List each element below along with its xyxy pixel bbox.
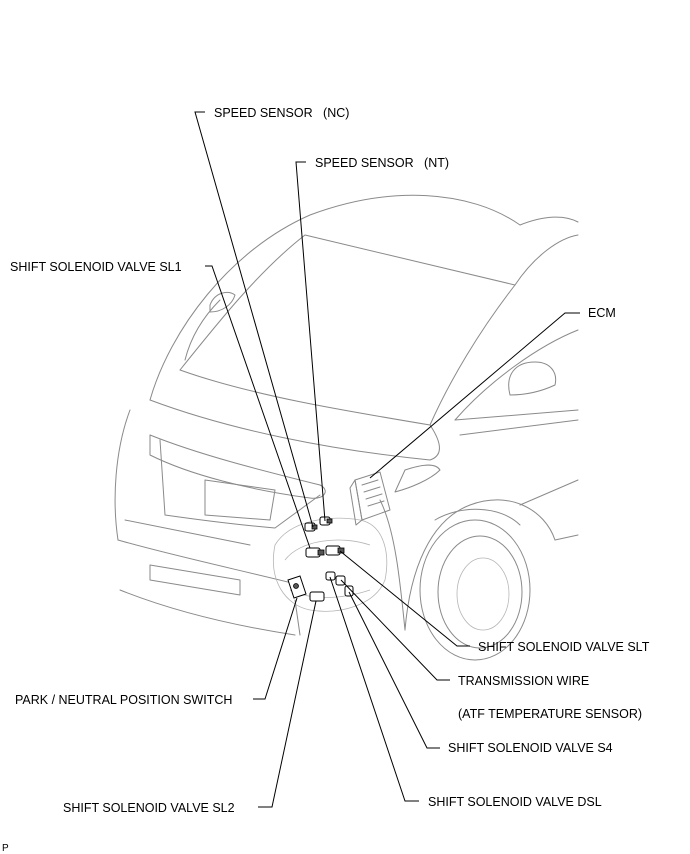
label-ecm: ECM xyxy=(588,306,616,320)
vehicle-outline xyxy=(114,194,579,661)
park-neutral-switch-part xyxy=(287,575,307,599)
speed-sensor-nt-part xyxy=(319,516,333,526)
corner-mark: P xyxy=(2,843,9,854)
label-shift-solenoid-slt: SHIFT SOLENOID VALVE SLT xyxy=(478,640,650,654)
leader-speed-sensor-nt xyxy=(295,161,326,522)
shift-solenoid-sl2-part xyxy=(309,591,325,602)
label-shift-solenoid-dsl: SHIFT SOLENOID VALVE DSL xyxy=(428,795,602,809)
shift-solenoid-slt-part xyxy=(325,545,345,556)
leader-shift-solenoid-sl1 xyxy=(205,265,311,549)
label-transmission-wire: TRANSMISSION WIRE xyxy=(458,674,589,688)
component-parts xyxy=(287,516,354,602)
leader-shift-solenoid-s4 xyxy=(348,591,440,749)
label-shift-solenoid-sl2: SHIFT SOLENOID VALVE SL2 xyxy=(63,801,235,815)
label-shift-solenoid-s4: SHIFT SOLENOID VALVE S4 xyxy=(448,741,613,755)
leader-lines xyxy=(194,111,580,808)
label-speed-sensor-nc: SPEED SENSOR (NC) xyxy=(214,106,349,120)
shift-solenoid-sl1-part xyxy=(305,547,325,558)
label-speed-sensor-nt: SPEED SENSOR (NT) xyxy=(315,156,449,170)
leader-shift-solenoid-slt xyxy=(339,550,470,647)
callout-labels: SPEED SENSOR (NC) SPEED SENSOR (NT) SHIF… xyxy=(2,106,650,854)
leader-shift-solenoid-sl2 xyxy=(258,600,317,808)
label-atf-temperature-sensor: (ATF TEMPERATURE SENSOR) xyxy=(458,707,642,721)
leader-ecm xyxy=(369,312,580,479)
leader-shift-solenoid-dsl xyxy=(329,576,419,802)
leader-park-neutral-switch xyxy=(253,597,298,700)
shift-solenoid-s4-part xyxy=(344,585,354,597)
leader-transmission-wire xyxy=(340,579,450,681)
leader-speed-sensor-nc xyxy=(194,111,314,528)
transmission-wire-part xyxy=(335,575,346,586)
label-park-neutral-switch: PARK / NEUTRAL POSITION SWITCH xyxy=(15,693,232,707)
label-shift-solenoid-sl1: SHIFT SOLENOID VALVE SL1 xyxy=(10,260,182,274)
speed-sensor-nc-part xyxy=(304,522,318,532)
